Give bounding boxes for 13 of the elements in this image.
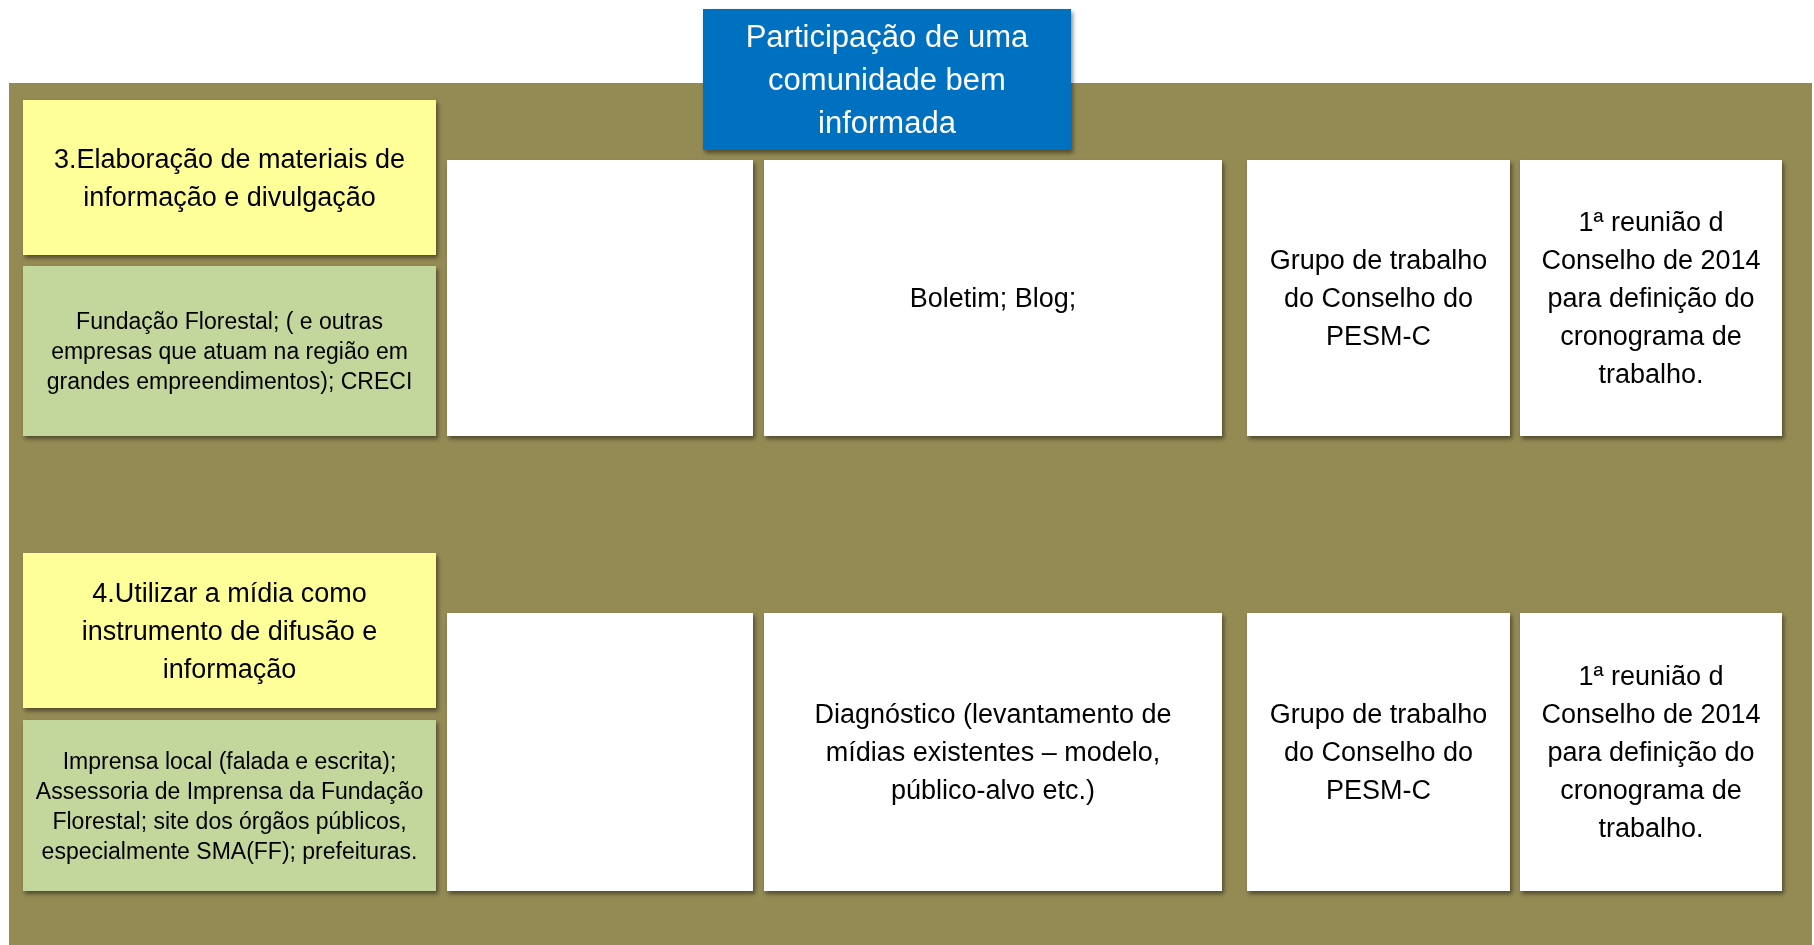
blank-box — [447, 613, 753, 891]
deadline-box: 1ª reunião d Conselho de 2014 para definição do cronograma de trabalho. — [1520, 613, 1782, 891]
responsible-box: Grupo de trabalho do Conselho do PESM-C — [1247, 160, 1510, 436]
objective-box: 4.Utilizar a mídia como instrumento de difusão e informação — [23, 553, 436, 708]
title-banner: Participação de uma comunidade bem informada — [703, 9, 1071, 150]
blank-box — [447, 160, 753, 436]
responsible-box: Grupo de trabalho do Conselho do PESM-C — [1247, 613, 1510, 891]
partners-box: Imprensa local (falada e escrita); Assessoria de Imprensa da Fundação Florestal; site dos órgãos públicos, especialmente SMA(FF); prefeituras. — [23, 720, 436, 891]
action-box: Boletim; Blog; — [764, 160, 1222, 436]
objective-box: 3.Elaboração de materiais de informação e divulgação — [23, 100, 436, 255]
partners-box: Fundação Florestal; ( e outras empresas que atuam na região em grandes empreendimentos); CRECI — [23, 266, 436, 436]
action-box: Diagnóstico (levantamento de mídias existentes – modelo, público-alvo etc.) — [764, 613, 1222, 891]
deadline-box: 1ª reunião d Conselho de 2014 para definição do cronograma de trabalho. — [1520, 160, 1782, 436]
